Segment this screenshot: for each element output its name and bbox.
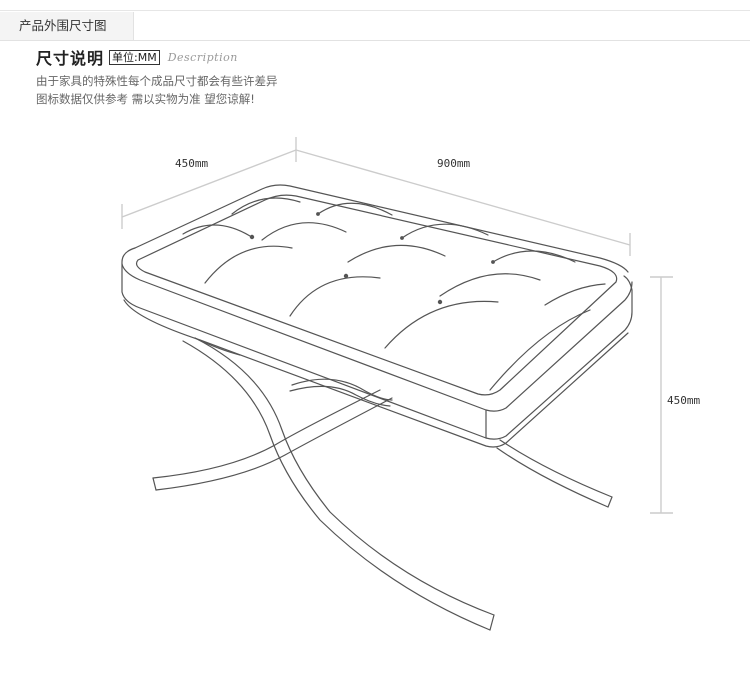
disclaimer-line-1: 由于家具的特殊性每个成品尺寸都会有些许差异 xyxy=(36,74,278,88)
dimension-lines xyxy=(121,137,673,514)
dimension-heading: 尺寸说明 单位:MM Description xyxy=(36,46,238,68)
tab-product-dimensions[interactable]: 产品外围尺寸图 xyxy=(0,12,134,40)
back-leg xyxy=(289,378,613,508)
cushion-tufts xyxy=(135,194,618,396)
top-divider xyxy=(0,10,750,11)
width-label: 900mm xyxy=(437,157,470,170)
height-label: 450mm xyxy=(667,394,700,407)
depth-label: 450mm xyxy=(175,157,208,170)
heading-script: Description xyxy=(167,50,238,64)
unit-badge: 单位:MM xyxy=(109,49,160,65)
front-x-leg xyxy=(152,337,495,631)
heading-title: 尺寸说明 xyxy=(36,49,105,68)
disclaimer-line-2: 图标数据仅供参考 需以实物为准 望您谅解! xyxy=(36,92,255,106)
cushion-frame xyxy=(121,184,633,448)
section-tab-bar: 产品外围尺寸图 xyxy=(0,12,750,41)
